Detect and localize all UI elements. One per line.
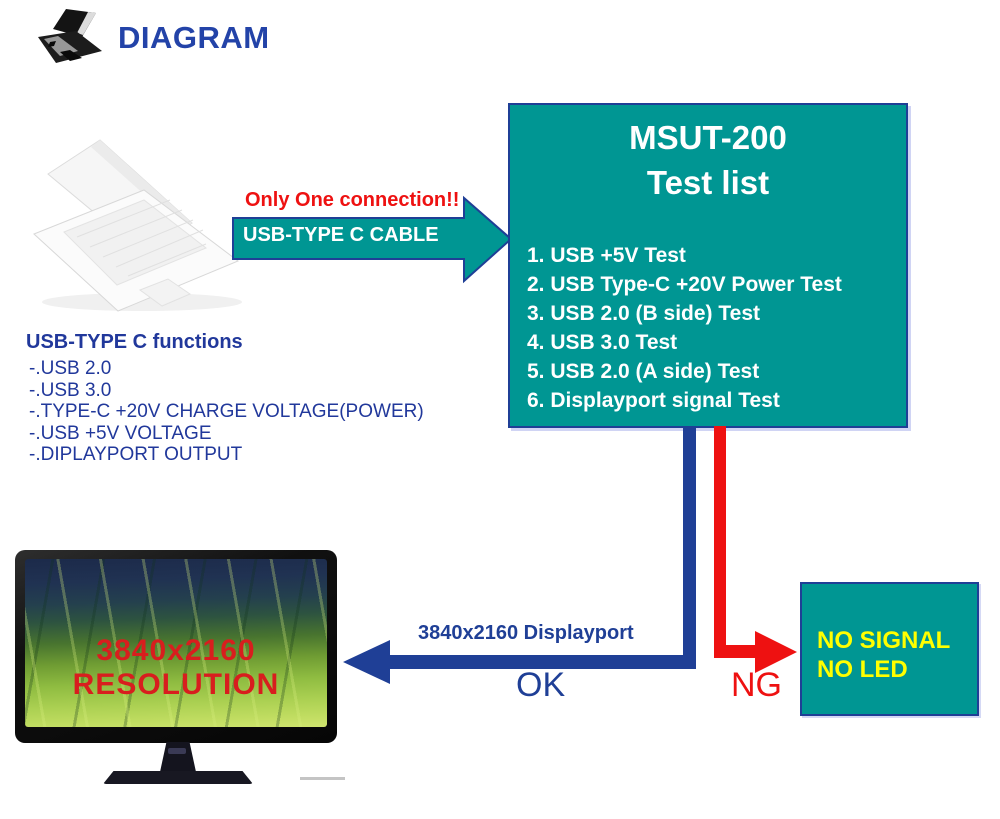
ng-arrow [714, 426, 797, 673]
usb-function-item: -.TYPE-C +20V CHARGE VOLTAGE(POWER) [29, 401, 424, 422]
test-list-box: MSUT-200 Test list 1. USB +5V Test 2. US… [508, 103, 908, 428]
only-one-connection-label: Only One connection!! [245, 189, 460, 211]
resolution-line2: RESOLUTION [72, 668, 280, 701]
test-list-item: 6. Displayport signal Test [527, 389, 780, 412]
displayport-arrow-label: 3840x2160 Displayport [418, 622, 634, 644]
resolution-line1: 3840x2160 [96, 634, 256, 667]
usb-cable-arrow [232, 195, 513, 284]
test-list-item: 5. USB 2.0 (A side) Test [527, 360, 760, 383]
laptop-icon [38, 9, 102, 63]
monitor-screen [25, 559, 327, 727]
test-list-item: 3. USB 2.0 (B side) Test [527, 302, 761, 325]
test-box-title-line2: Test list [646, 164, 770, 201]
monitor-stand-highlight [168, 748, 186, 754]
monitor-stand [160, 742, 196, 772]
no-signal-line2: NO LED [817, 656, 908, 683]
ok-status-label: OK [516, 666, 566, 704]
usb-function-item: -.USB +5V VOLTAGE [29, 422, 212, 444]
test-list-item: 1. USB +5V Test [527, 244, 686, 267]
resolution-overlay: 3840x2160 RESOLUTION [15, 634, 337, 702]
laptop-photo [33, 139, 242, 312]
usb-cable-label: USB-TYPE C CABLE [243, 224, 439, 246]
monitor-base [103, 771, 253, 784]
test-list: 1. USB +5V Test 2. USB Type-C +20V Power… [510, 241, 906, 415]
usb-function-item: -.USB 2.0 [29, 358, 112, 379]
test-list-item: 4. USB 3.0 Test [527, 331, 678, 354]
test-box-title: MSUT-200 Test list [510, 115, 906, 205]
usb-function-item: -.USB 3.0 [29, 379, 112, 401]
no-signal-line1: NO SIGNAL [817, 627, 951, 654]
page-title: DIAGRAM [118, 20, 270, 55]
usb-functions-block: USB-TYPE C functions -.USB 2.0 -.USB 3.0… [26, 331, 424, 466]
monitor-image: 3840x2160 RESOLUTION [15, 550, 340, 790]
test-list-item: 2. USB Type-C +20V Power Test [527, 273, 842, 296]
ng-status-label: NG [731, 666, 782, 704]
usb-functions-heading: USB-TYPE C functions [26, 331, 243, 353]
usb-function-item: -.DIPLAYPORT OUTPUT [29, 444, 243, 465]
displayport-ok-arrow [343, 426, 696, 684]
test-box-title-line1: MSUT-200 [629, 119, 787, 156]
gray-dash [300, 777, 345, 780]
no-signal-box: NO SIGNAL NO LED [800, 582, 979, 716]
